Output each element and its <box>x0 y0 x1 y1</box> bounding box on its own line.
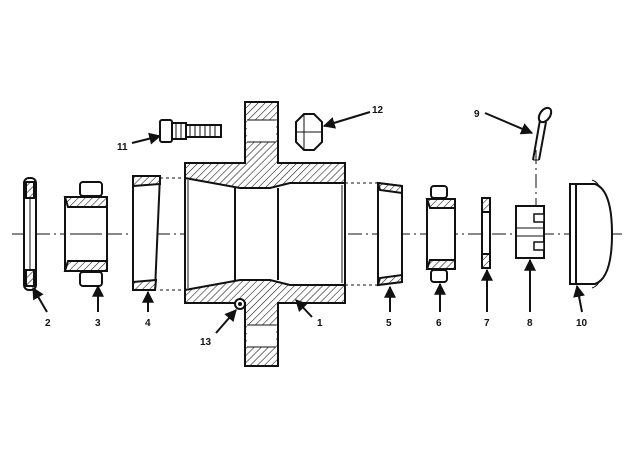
bearing-cone-part-3 <box>63 181 108 287</box>
leader-lines <box>32 111 585 334</box>
seal-part-2 <box>23 177 37 291</box>
hub-part-1 <box>184 101 346 367</box>
callout-3: 3 <box>95 318 101 329</box>
callout-10: 10 <box>576 318 588 329</box>
callout-6: 6 <box>436 318 442 329</box>
callout-2: 2 <box>45 318 51 329</box>
callout-1: 1 <box>317 318 323 329</box>
washer-part-7 <box>481 197 491 269</box>
bearing-cup-part-5 <box>376 181 403 287</box>
bearing-cup-part-4 <box>132 175 162 291</box>
callout-11: 11 <box>117 142 128 153</box>
callout-labels: 1 2 3 4 5 6 7 8 9 10 11 12 13 <box>45 105 588 348</box>
callout-13: 13 <box>200 337 212 348</box>
bearing-cone-part-6 <box>425 185 456 283</box>
castle-nut-part-8 <box>515 205 545 259</box>
callout-5: 5 <box>386 318 392 329</box>
wheel-stud-part-11 <box>159 119 222 143</box>
callout-8: 8 <box>527 318 533 329</box>
callout-9: 9 <box>474 109 480 120</box>
callout-12: 12 <box>372 105 384 116</box>
callout-4: 4 <box>145 318 151 329</box>
callout-7: 7 <box>484 318 490 329</box>
cotter-pin-part-9 <box>532 106 553 161</box>
wheel-nut-part-12 <box>295 113 323 151</box>
dust-cap-part-10 <box>569 179 614 289</box>
